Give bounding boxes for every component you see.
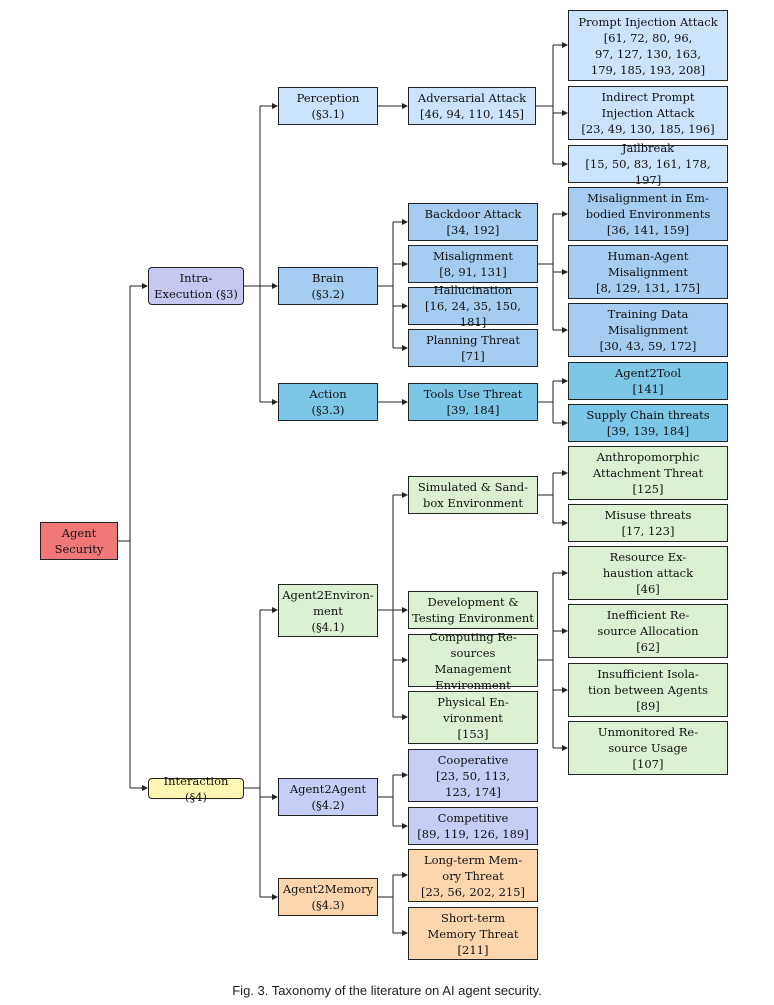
node-agent2tool-label: Agent2Tool [141] (614, 366, 682, 396)
node-inefficient-resource-allocation: Inefficient Re- source Allocation [62] (568, 604, 728, 658)
node-planning-threat: Planning Threat [71] (408, 329, 538, 367)
node-resource-exhaustion-label: Resource Ex- haustion attack [46] (602, 550, 694, 596)
node-agent2memory-label: Agent2Memory (§4.3) (282, 882, 374, 912)
node-hallucination-label: Hallucination [16, 24, 35, 150, 181] (425, 283, 521, 329)
node-unmonitored-resource-usage: Unmonitored Re- source Usage [107] (568, 721, 728, 775)
node-misalignment-embodied: Misalignment in Em- bodied Environments … (568, 187, 728, 241)
node-intra-execution-label: Intra- Execution (§3) (154, 271, 238, 301)
node-jailbreak: Jailbreak [15, 50, 83, 161, 178, 197] (568, 141, 728, 187)
node-prompt-injection: Prompt Injection Attack [61, 72, 80, 96,… (568, 10, 728, 81)
node-jailbreak-label: Jailbreak [15, 50, 83, 161, 178, 197] (585, 141, 711, 187)
node-perception: Perception (§3.1) (278, 87, 378, 125)
node-indirect-prompt-injection: Indirect Prompt Injection Attack [23, 49… (568, 86, 728, 140)
node-tools-use-threat-label: Tools Use Threat [39, 184] (423, 387, 523, 417)
node-short-term-memory: Short-term Memory Threat [211] (408, 907, 538, 960)
node-misalignment: Misalignment [8, 91, 131] (408, 245, 538, 283)
node-simulated-sandbox: Simulated & Sand- box Environment (408, 476, 538, 514)
node-long-term-memory: Long-term Mem- ory Threat [23, 56, 202, … (408, 849, 538, 902)
node-agent2environment-label: Agent2Environ- ment (§4.1) (282, 587, 374, 634)
node-computing-resources: Computing Re- sources Management Environ… (408, 630, 538, 692)
node-anthropomorphic-attachment-label: Anthropomorphic Attachment Threat [125] (592, 450, 704, 496)
node-adversarial-attack-label: Adversarial Attack [46, 94, 110, 145] (417, 91, 527, 121)
node-insufficient-isolation-label: Insufficient Isola- tion between Agents … (588, 667, 708, 713)
node-misuse-threats-label: Misuse threats [17, 123] (604, 508, 692, 538)
node-prompt-injection-label: Prompt Injection Attack [61, 72, 80, 96,… (578, 14, 718, 77)
node-insufficient-isolation: Insufficient Isola- tion between Agents … (568, 663, 728, 717)
node-action-label: Action (§3.3) (309, 387, 347, 417)
node-computing-resources-label: Computing Re- sources Management Environ… (429, 629, 517, 692)
node-interaction-label: Interaction (§4) (163, 773, 229, 804)
node-training-data-misalignment: Training Data Misalignment [30, 43, 59, … (568, 303, 728, 357)
node-supply-chain: Supply Chain threats [39, 139, 184] (568, 404, 728, 442)
node-interaction: Interaction (§4) (148, 774, 244, 804)
node-tools-use-threat: Tools Use Threat [39, 184] (408, 383, 538, 421)
node-planning-threat-label: Planning Threat [71] (425, 333, 521, 363)
node-physical-environment: Physical En- vironment [153] (408, 691, 538, 744)
node-misalignment-label: Misalignment [8, 91, 131] (432, 249, 514, 279)
node-backdoor-attack-label: Backdoor Attack [34, 192] (424, 207, 522, 237)
node-brain: Brain (§3.2) (278, 267, 378, 305)
node-agent-security: Agent Security (40, 522, 118, 560)
node-human-agent-misalignment-label: Human-Agent Misalignment [8, 129, 131, 1… (595, 249, 701, 295)
node-supply-chain-label: Supply Chain threats [39, 139, 184] (586, 408, 710, 438)
node-agent2memory: Agent2Memory (§4.3) (278, 878, 378, 916)
node-cooperative: Cooperative [23, 50, 113, 123, 174] (408, 749, 538, 802)
node-anthropomorphic-attachment: Anthropomorphic Attachment Threat [125] (568, 446, 728, 500)
node-agent2agent: Agent2Agent (§4.2) (278, 778, 378, 816)
node-backdoor-attack: Backdoor Attack [34, 192] (408, 203, 538, 241)
node-inefficient-resource-allocation-label: Inefficient Re- source Allocation [62] (597, 608, 699, 654)
node-agent2agent-label: Agent2Agent (§4.2) (289, 782, 367, 812)
node-physical-environment-label: Physical En- vironment [153] (437, 694, 509, 741)
node-adversarial-attack: Adversarial Attack [46, 94, 110, 145] (408, 87, 536, 125)
node-agent2environment: Agent2Environ- ment (§4.1) (278, 584, 378, 637)
node-cooperative-label: Cooperative [23, 50, 113, 123, 174] (436, 752, 510, 799)
node-short-term-memory-label: Short-term Memory Threat [211] (427, 910, 519, 957)
node-intra-execution: Intra- Execution (§3) (148, 267, 244, 305)
node-training-data-misalignment-label: Training Data Misalignment [30, 43, 59, … (599, 307, 697, 353)
node-unmonitored-resource-usage-label: Unmonitored Re- source Usage [107] (597, 725, 699, 771)
node-action: Action (§3.3) (278, 383, 378, 421)
node-indirect-prompt-injection-label: Indirect Prompt Injection Attack [23, 49… (581, 90, 715, 136)
node-development-testing: Development & Testing Environment (408, 591, 538, 629)
figure-caption: Fig. 3. Taxonomy of the literature on AI… (232, 983, 542, 998)
node-resource-exhaustion: Resource Ex- haustion attack [46] (568, 546, 728, 600)
node-agent-security-label: Agent Security (54, 526, 104, 556)
node-long-term-memory-label: Long-term Mem- ory Threat [23, 56, 202, … (420, 852, 526, 899)
node-development-testing-label: Development & Testing Environment (412, 595, 534, 625)
node-misalignment-embodied-label: Misalignment in Em- bodied Environments … (585, 191, 711, 237)
node-competitive: Competitive [89, 119, 126, 189] (408, 807, 538, 845)
node-misuse-threats: Misuse threats [17, 123] (568, 504, 728, 542)
node-competitive-label: Competitive [89, 119, 126, 189] (417, 811, 529, 841)
node-agent2tool: Agent2Tool [141] (568, 362, 728, 400)
node-brain-label: Brain (§3.2) (311, 271, 345, 301)
node-perception-label: Perception (§3.1) (296, 91, 360, 121)
node-simulated-sandbox-label: Simulated & Sand- box Environment (417, 480, 529, 510)
node-hallucination: Hallucination [16, 24, 35, 150, 181] (408, 283, 538, 329)
node-human-agent-misalignment: Human-Agent Misalignment [8, 129, 131, 1… (568, 245, 728, 299)
